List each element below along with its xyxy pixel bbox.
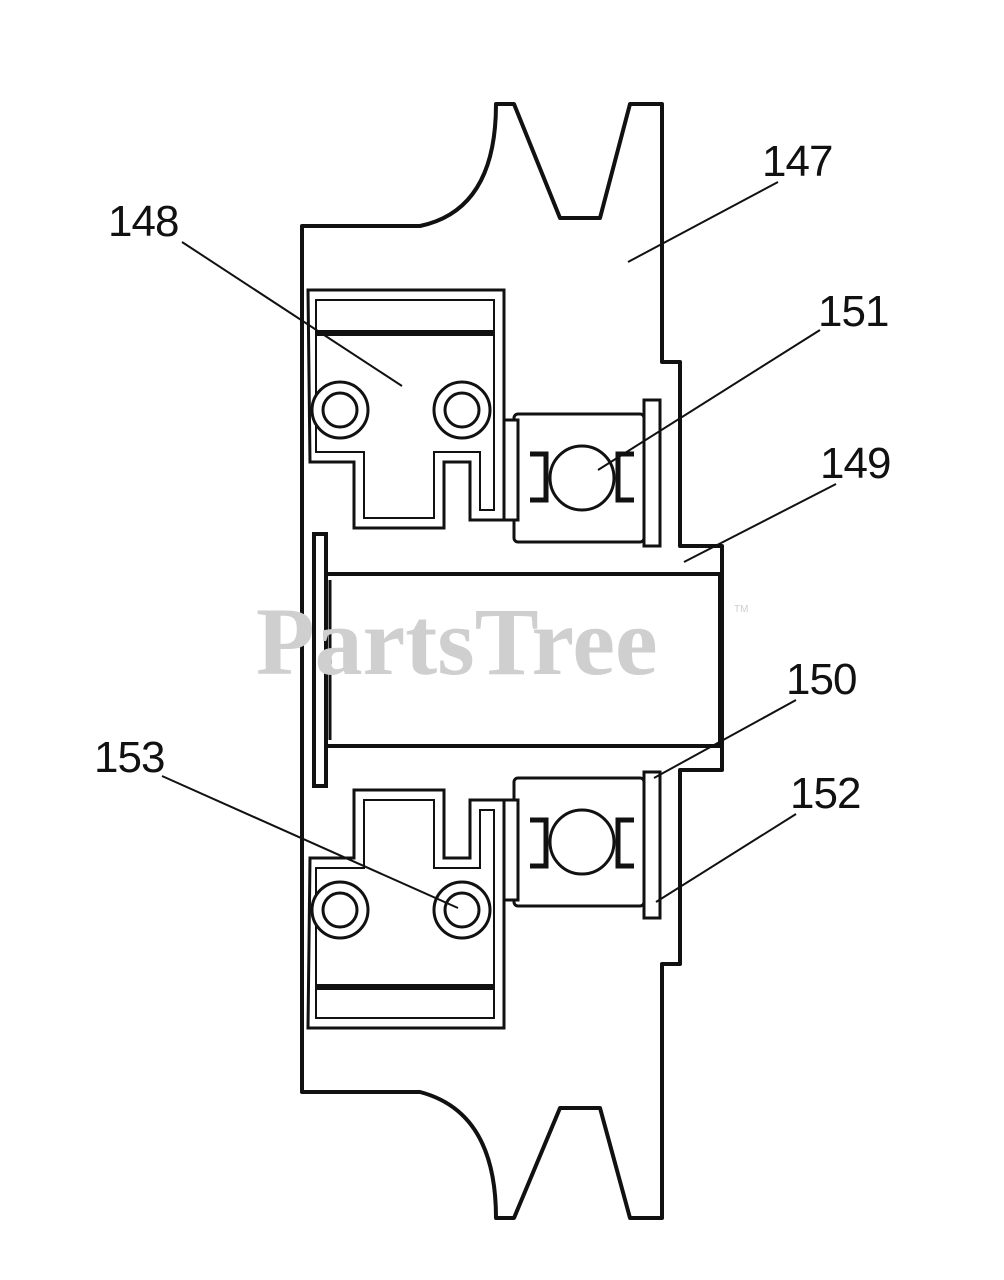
upper-housing (306, 288, 506, 530)
callout-153: 153 (94, 733, 164, 782)
lower-bearing-spacer (502, 798, 520, 902)
leader-151 (597, 329, 821, 471)
upper-left-ball-inner (321, 391, 359, 429)
lower-bearing-washer (642, 770, 662, 920)
watermark-tm: TM (734, 604, 748, 615)
upper-bearing (502, 398, 662, 548)
leader-153 (161, 775, 459, 909)
upper-right-ball-inner (443, 391, 481, 429)
lower-left-ball-inner (321, 891, 359, 929)
lower-housing (306, 788, 506, 1030)
lower-hub-line (316, 984, 494, 990)
upper-bearing-spacer (502, 418, 520, 522)
lower-housing-inner (315, 799, 495, 1019)
leader-lines (161, 181, 837, 909)
upper-housing-inner (315, 299, 495, 519)
callout-150: 150 (786, 655, 856, 704)
leader-152 (655, 813, 797, 903)
upper-bearing-cage-right (615, 451, 634, 503)
lower-bearing (502, 770, 662, 920)
sleeve-flange (312, 532, 328, 788)
upper-bearing-ball (548, 444, 616, 512)
upper-bearing-washer (642, 398, 662, 548)
callout-149: 149 (820, 439, 890, 488)
lower-bearing-ball (548, 808, 616, 876)
upper-hub-line (316, 330, 494, 336)
shaft-sleeve (312, 532, 722, 788)
upper-bearing-cage-left (530, 451, 549, 503)
lower-bearing-cage-left (530, 817, 549, 869)
watermark-text: PartsTree (256, 588, 658, 695)
leader-150 (653, 699, 797, 779)
callout-148: 148 (108, 197, 178, 246)
lower-right-ball-inner (443, 891, 481, 929)
callout-152: 152 (790, 769, 860, 818)
callout-147: 147 (762, 137, 832, 186)
lower-bearing-cage-right (615, 817, 634, 869)
sleeve-body (324, 572, 722, 748)
leader-149 (683, 483, 837, 563)
callout-151: 151 (818, 287, 888, 336)
leader-147 (627, 181, 779, 263)
callout-labels: 147 148 151 149 150 153 152 (94, 137, 891, 818)
leader-148 (181, 241, 403, 387)
